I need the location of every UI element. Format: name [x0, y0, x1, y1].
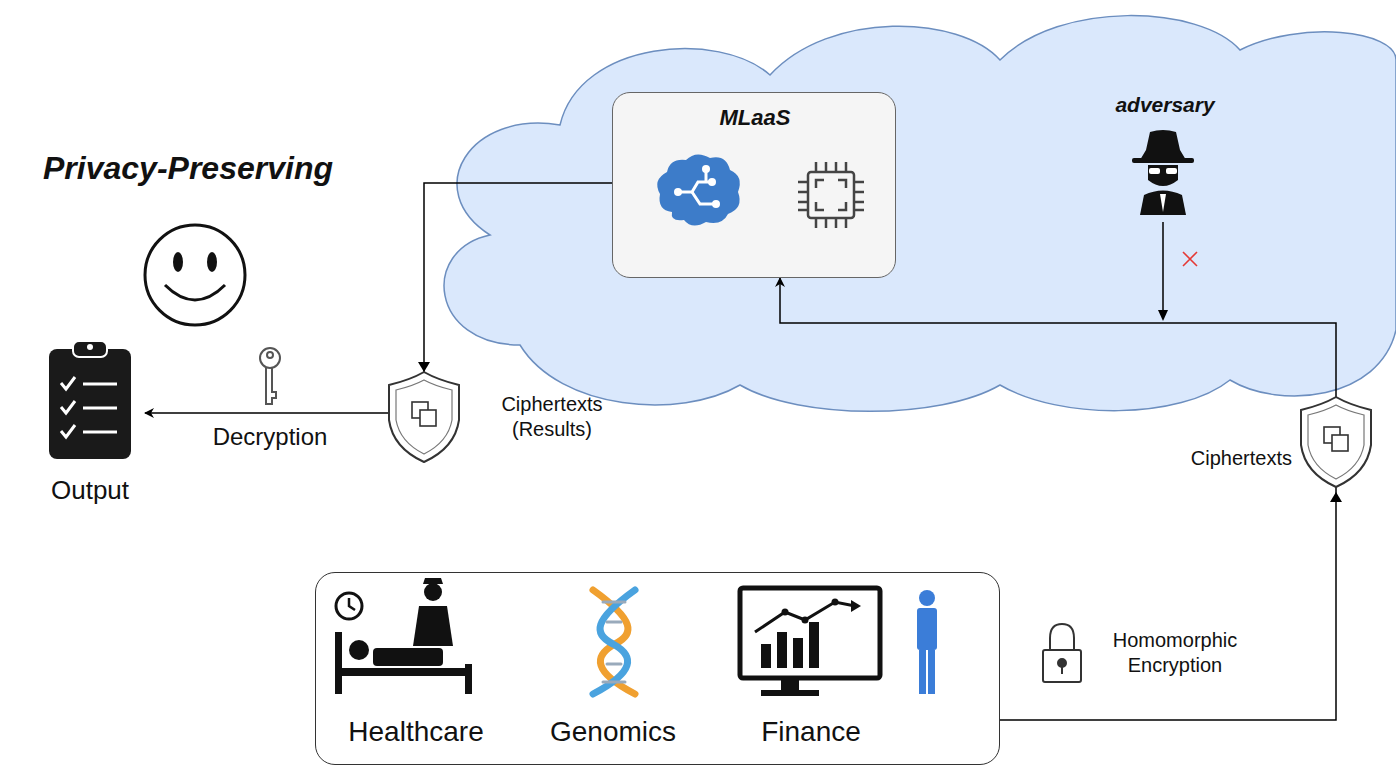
service-box: MLaaS [612, 92, 896, 278]
data-label: Ciphertexts (Results) [482, 392, 622, 442]
user-icon [917, 590, 937, 694]
clipboard-icon [35, 335, 145, 465]
box-text: Genomics [533, 715, 693, 749]
step-label: Decryption [185, 422, 355, 452]
adversary-arrow [1158, 222, 1197, 321]
shield-icon [389, 362, 459, 462]
data-source-box: Healthcare Genomics Finance [315, 572, 1000, 765]
cloud [444, 16, 1396, 412]
spy-icon [1132, 130, 1194, 215]
key-icon [260, 348, 280, 404]
brain-icon [657, 154, 740, 225]
flow-arrow [145, 183, 612, 413]
box-title: MLaaS [613, 105, 897, 131]
chip-icon [798, 162, 864, 228]
shield-icon [1301, 397, 1371, 502]
actor-label: adversary [1100, 92, 1230, 118]
dna-icon [593, 590, 635, 694]
lock-icon [1043, 624, 1081, 682]
output-node: Output [35, 335, 145, 510]
box-text: Healthcare [316, 715, 516, 749]
data-label: Ciphertexts [1170, 446, 1292, 471]
monitor-chart-icon [740, 588, 880, 696]
box-text: Finance [726, 715, 896, 749]
title-label: Privacy-Preserving [8, 148, 368, 188]
hospital-bed-icon [335, 578, 472, 694]
smiley-icon [145, 225, 245, 325]
box-text: Output [25, 475, 155, 506]
step-label: Homomorphic Encryption [1100, 628, 1250, 678]
